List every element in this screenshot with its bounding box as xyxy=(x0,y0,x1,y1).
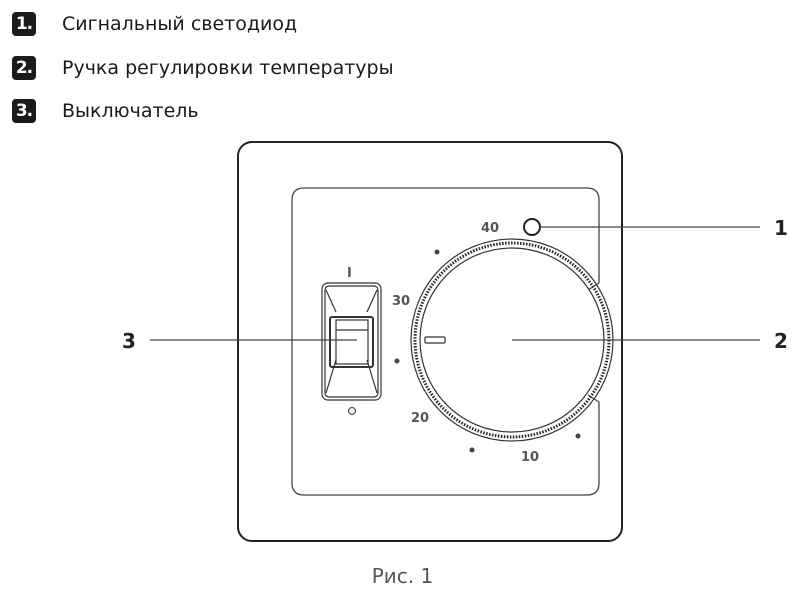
legend-label: Ручка регулировки температуры xyxy=(62,57,394,79)
number-badge: 3. xyxy=(12,99,36,123)
knob-pointer xyxy=(424,336,446,344)
legend-label: Выключатель xyxy=(62,100,199,122)
callout-3: 3 xyxy=(122,329,136,353)
mark-20: 20 xyxy=(411,411,429,426)
mark-30: 30 xyxy=(392,294,410,309)
legend-item-switch: 3. Выключатель xyxy=(12,99,199,123)
mark-10: 10 xyxy=(521,450,539,465)
switch-off-label xyxy=(347,406,357,416)
led-indicator xyxy=(523,218,541,236)
callout-2: 2 xyxy=(774,329,788,353)
outer-frame xyxy=(237,141,623,542)
number-badge: 1. xyxy=(12,12,36,36)
figure-caption: Рис. 1 xyxy=(371,564,434,588)
scale-dots xyxy=(394,249,581,453)
number-badge: 2. xyxy=(12,56,36,80)
legend-item-knob: 2. Ручка регулировки температуры xyxy=(12,56,394,80)
power-switch xyxy=(321,282,382,401)
legend-item-led: 1. Сигнальный светодиод xyxy=(12,12,297,36)
callout-1: 1 xyxy=(774,216,788,240)
switch-on-label: I xyxy=(347,266,352,281)
mark-40: 40 xyxy=(481,221,499,236)
inner-panel xyxy=(291,187,600,496)
legend-label: Сигнальный светодиод xyxy=(62,13,298,35)
